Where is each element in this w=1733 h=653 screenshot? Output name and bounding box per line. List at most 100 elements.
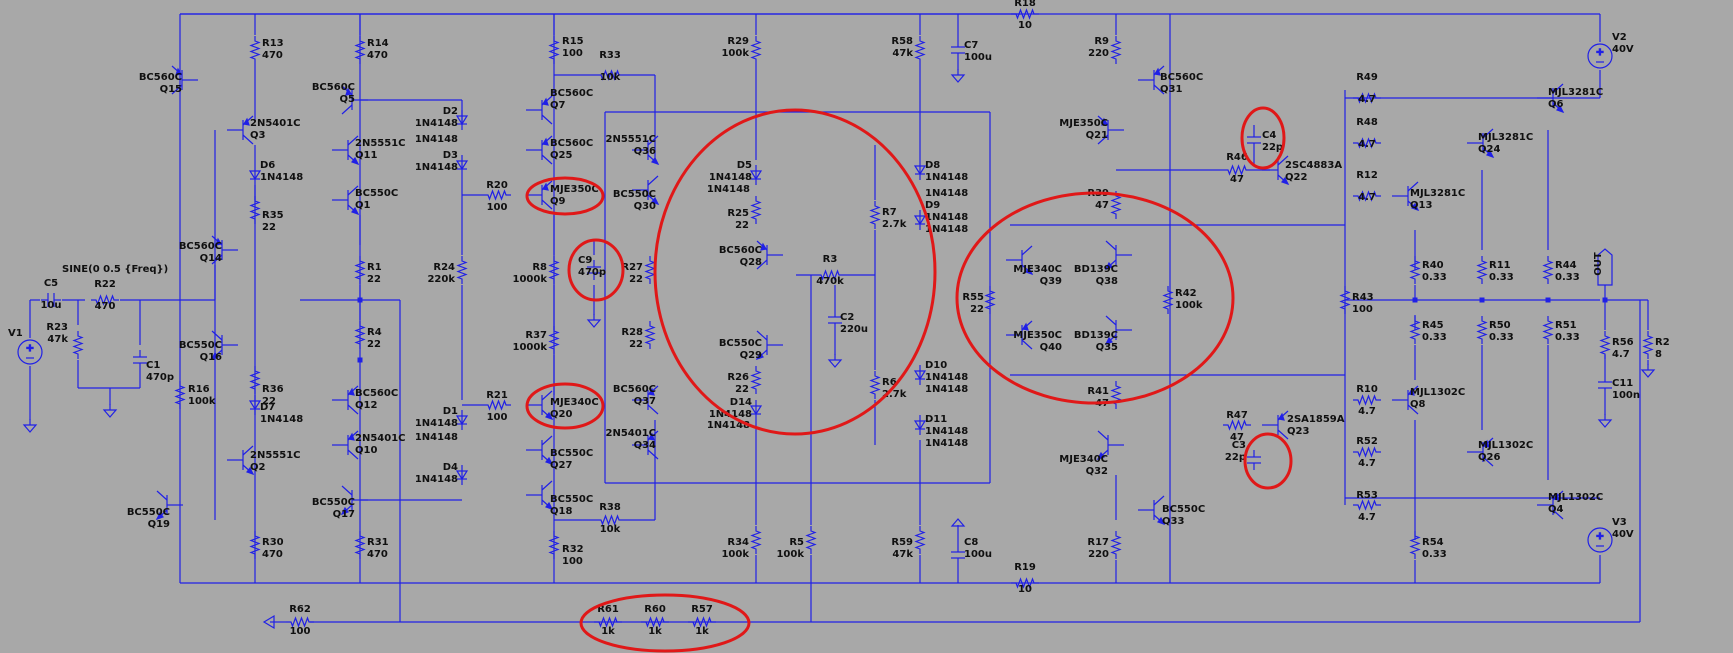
component-label: C9 xyxy=(578,255,592,266)
component-label: R1 xyxy=(367,262,382,273)
component-label: Q8 xyxy=(1410,399,1426,410)
component-label: Q11 xyxy=(355,150,377,161)
resistor-r11 xyxy=(1476,256,1488,284)
component-label: Q37 xyxy=(634,396,656,407)
component-label: R6 xyxy=(882,377,897,388)
component-label: C1 xyxy=(146,360,160,371)
capacitor-c5 xyxy=(41,293,61,307)
component-label: 2SA1859A xyxy=(1287,414,1345,425)
diode-d6 xyxy=(248,165,262,185)
component-label: R43 xyxy=(1352,292,1374,303)
component-label: Q17 xyxy=(333,509,355,520)
component-label: R11 xyxy=(1489,260,1511,271)
component-label: R34 xyxy=(727,537,749,548)
npn-transistor-q19 xyxy=(155,490,183,521)
component-label: Q30 xyxy=(634,201,656,212)
voltage-source-v1: + xyxy=(17,339,43,365)
component-label: Q24 xyxy=(1478,144,1500,155)
component-label: BC560C xyxy=(355,388,398,399)
resistor-r37 xyxy=(548,326,560,354)
resistor-r22 xyxy=(91,294,119,306)
component-label: 1k xyxy=(695,626,709,637)
resistor-r50 xyxy=(1476,316,1488,344)
ground-symbol xyxy=(1597,414,1613,428)
component-label: R48 xyxy=(1356,117,1378,128)
component-label: R18 xyxy=(1014,0,1036,9)
highlight-c9 xyxy=(567,238,625,302)
component-label: R54 xyxy=(1422,537,1444,548)
component-label: 4.7 xyxy=(1358,192,1376,203)
component-label: C8 xyxy=(964,537,978,548)
component-label: 0.33 xyxy=(1422,272,1447,283)
out-net-label xyxy=(1597,248,1613,286)
component-label: 1N4148 xyxy=(415,162,458,173)
component-label: R49 xyxy=(1356,72,1378,83)
component-label: 100 xyxy=(487,412,508,423)
component-label: D14 xyxy=(730,397,752,408)
component-label: 220 xyxy=(1088,549,1109,560)
diode-d2 xyxy=(455,110,469,130)
component-label: R58 xyxy=(891,36,913,47)
component-label: R29 xyxy=(727,36,749,47)
npn-transistor-q30 xyxy=(632,175,660,206)
resistor-r17 xyxy=(1110,531,1122,559)
component-label: BC560C xyxy=(719,245,762,256)
component-label: 1N4148 xyxy=(707,184,750,195)
resistor-r29 xyxy=(750,36,762,64)
component-label: BC550C xyxy=(179,340,222,351)
component-label: R46 xyxy=(1226,152,1248,163)
component-label: 2N5401C xyxy=(606,428,657,439)
resistor-r13 xyxy=(249,36,261,64)
component-label: 2N5401C xyxy=(250,118,301,129)
component-label: 0.33 xyxy=(1555,272,1580,283)
resistor-r18 xyxy=(1011,8,1039,20)
component-label: 22 xyxy=(262,396,276,407)
component-label: MJL1302C xyxy=(1478,440,1533,451)
ground-symbol xyxy=(950,69,966,83)
component-label: BC550C xyxy=(312,497,355,508)
component-label: BC560C xyxy=(179,241,222,252)
highlight-feedback-resistors xyxy=(579,593,751,653)
component-label: 1N4148 xyxy=(925,426,968,437)
wires xyxy=(29,13,1649,623)
resistor-r24 xyxy=(456,256,468,284)
resistor-r41 xyxy=(1110,381,1122,409)
junction-dot xyxy=(357,357,363,363)
component-label: MJE340C xyxy=(1013,264,1062,275)
component-label: MJE340C xyxy=(1059,454,1108,465)
highlight-bias-block xyxy=(653,108,937,436)
component-label: 100u xyxy=(964,52,992,63)
component-label: 100k xyxy=(188,396,216,407)
component-label: R51 xyxy=(1555,320,1577,331)
resistor-r59 xyxy=(914,526,926,554)
npn-transistor-q32 xyxy=(1096,430,1124,461)
resistor-r25 xyxy=(750,196,762,224)
component-label: 1N4148 xyxy=(925,384,968,395)
component-label: 10u xyxy=(40,300,61,311)
component-label: MJL3281C xyxy=(1478,132,1533,143)
component-label: 100k xyxy=(1175,300,1203,311)
component-label: Q2 xyxy=(250,462,266,473)
component-label: D3 xyxy=(443,150,458,161)
resistor-r53 xyxy=(1353,499,1381,511)
diode-d8 xyxy=(913,160,927,180)
component-label: 470p xyxy=(578,267,606,278)
component-label: R9 xyxy=(1094,36,1109,47)
component-label: 0.33 xyxy=(1489,272,1514,283)
component-label: C7 xyxy=(964,40,978,51)
component-label: BC560C xyxy=(1160,72,1203,83)
component-label: 220 xyxy=(1088,48,1109,59)
component-label: R53 xyxy=(1356,490,1378,501)
component-label: R21 xyxy=(486,390,508,401)
component-label: Q21 xyxy=(1086,130,1108,141)
resistor-r23 xyxy=(72,331,84,359)
npn-transistor-q36 xyxy=(632,135,660,166)
component-label: 1k xyxy=(648,626,662,637)
resistor-r47 xyxy=(1223,419,1251,431)
component-label: BC560C xyxy=(613,384,656,395)
component-label: R13 xyxy=(262,38,284,49)
component-label: R8 xyxy=(532,262,547,273)
resistor-r51 xyxy=(1542,316,1554,344)
